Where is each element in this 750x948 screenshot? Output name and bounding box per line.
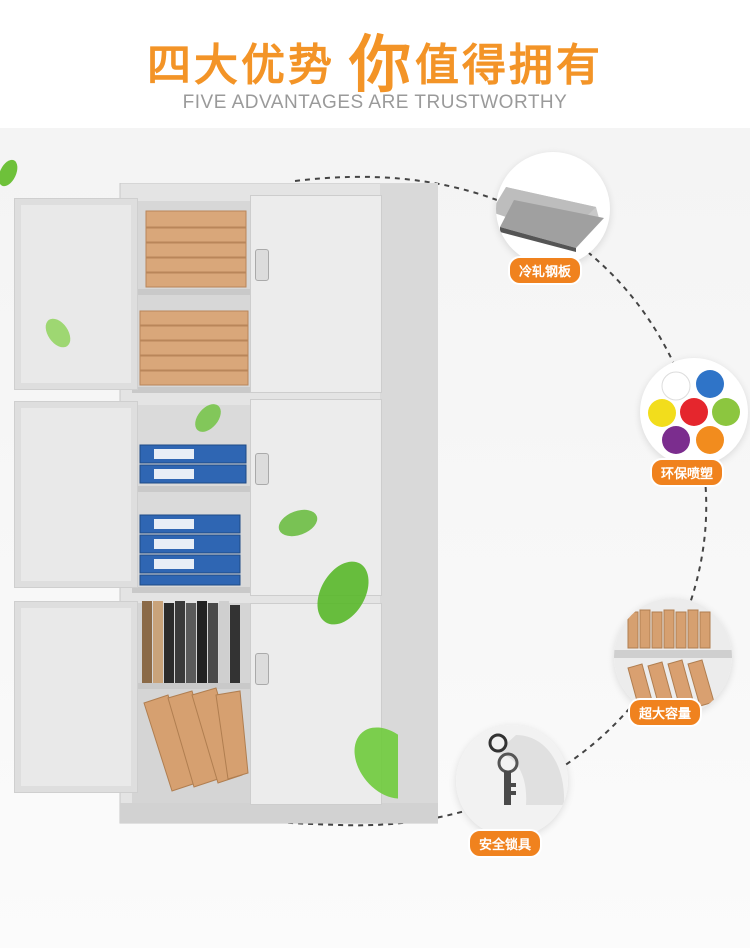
feature-label-lock: 安全锁具 [468, 829, 543, 858]
title-highlight: 你 [348, 28, 411, 101]
closed-door-middle[interactable] [250, 399, 382, 596]
door-handle-top[interactable] [255, 249, 269, 281]
open-door-middle[interactable] [14, 401, 138, 588]
open-door-top[interactable] [14, 198, 138, 390]
closed-door-top[interactable] [250, 195, 382, 393]
color-powder-icon [640, 358, 748, 466]
door-handle-middle[interactable] [255, 453, 269, 485]
closed-door-bottom[interactable] [250, 603, 382, 805]
feature-label-steel: 冷轧钢板 [508, 256, 583, 285]
title-part-2: 值得拥有 [415, 40, 603, 91]
feature-label-coating: 环保喷塑 [650, 458, 725, 487]
steel-plate-icon [496, 152, 610, 266]
open-door-bottom[interactable] [14, 601, 138, 793]
door-handle-bottom[interactable] [255, 653, 269, 685]
lock-key-icon [456, 725, 568, 837]
page-subtitle: FIVE ADVANTAGES ARE TRUSTWORTHY [182, 92, 568, 113]
leaf-decoration [0, 159, 398, 799]
filing-cabinet [0, 159, 439, 833]
page-title: 四大优势你值得拥有 [0, 8, 750, 101]
feature-label-capacity: 超大容量 [628, 698, 703, 727]
title-part-1: 四大优势 [146, 40, 335, 91]
header-banner: 四大优势你值得拥有 FIVE ADVANTAGES ARE TRUSTWORTH… [0, 0, 750, 128]
